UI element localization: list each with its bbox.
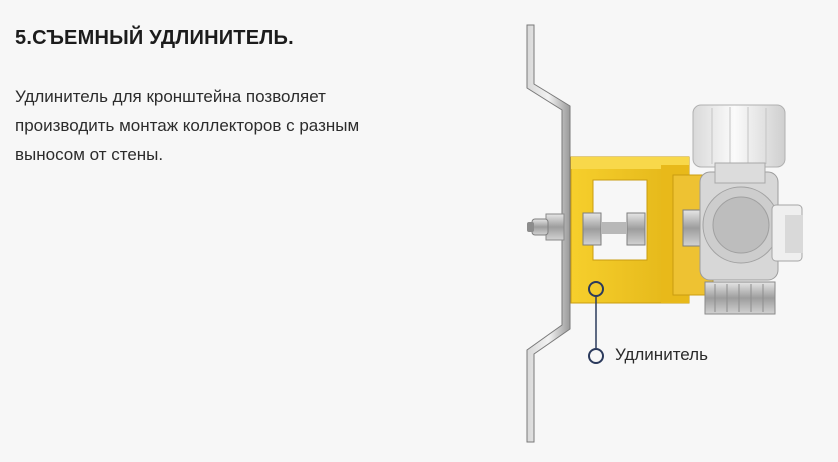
callout-label: Удлинитель (615, 345, 708, 364)
description-line: выносом от стены. (15, 145, 164, 164)
callout-pointer (588, 281, 604, 364)
mounting-bolt (527, 213, 565, 241)
description-line: производить монтаж коллекторов с разным (15, 116, 360, 135)
threaded-rod (582, 209, 706, 247)
text-block: 5.СЪЕМНЫЙ УДЛИНИТЕЛЬ. Удлинитель для кро… (15, 26, 435, 169)
valve-cap (692, 104, 786, 184)
manifold-valve (699, 171, 803, 281)
threaded-outlet (704, 281, 776, 315)
section-heading: 5.СЪЕМНЫЙ УДЛИНИТЕЛЬ. (15, 27, 294, 49)
description-line: Удлинитель для кронштейна позволяет (15, 87, 326, 106)
section-description: Удлинитель для кронштейна позволяет прои… (15, 82, 435, 169)
wall-bracket (526, 24, 571, 443)
